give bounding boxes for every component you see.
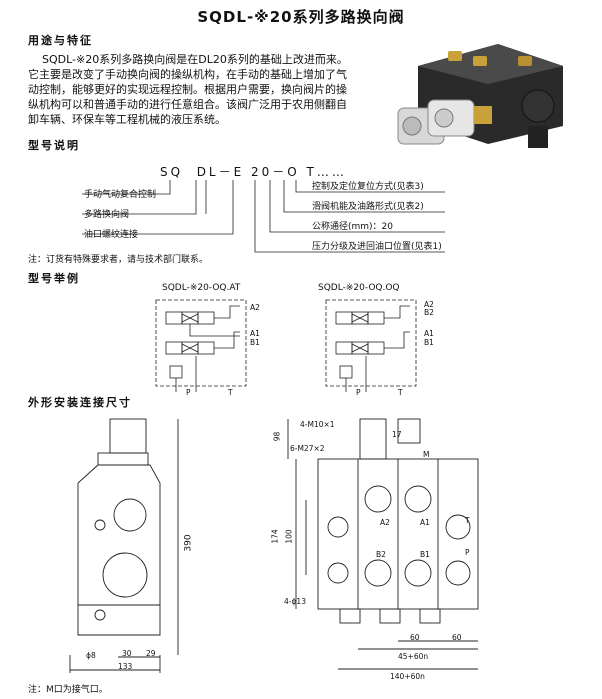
dimensions-heading: 外形安装连接尺寸	[28, 396, 132, 409]
dim-29: 29	[146, 649, 156, 658]
ex1-port-a1: A1	[250, 329, 260, 338]
dim-98: 98	[272, 431, 282, 442]
ex2-port-a1: A1	[424, 329, 434, 338]
port-m: M	[423, 450, 430, 459]
ex2-port-t: T	[398, 388, 403, 397]
example-1-label: SQDL-※20-OQ.AT	[162, 283, 241, 293]
port-p: P	[465, 548, 470, 557]
port-b1: B1	[420, 550, 430, 559]
model-right-label: 公称通径(mm)：20	[312, 222, 394, 232]
ex2-port-a2: A2	[424, 300, 434, 309]
usage-paragraph: SQDL-※20系列多路换向阀是在DL20系列的基础上改进而来。 它主要是改变了…	[28, 52, 390, 127]
ex1-port-a2: A2	[250, 303, 260, 312]
hydraulic-schematics	[155, 299, 417, 392]
dim-390: 390	[183, 534, 194, 552]
dim-m27: 6-M27×2	[290, 444, 325, 453]
dim-140n: 140+60n	[390, 672, 425, 681]
usage-line: 它主要是改变了手动换向阀的操纵机构，在手动的基础上增加了气	[28, 68, 347, 81]
dim-phi8: ϕ8	[86, 651, 96, 660]
port-a2: A2	[380, 518, 390, 527]
dim-30: 30	[122, 649, 132, 658]
page-title: SQDL-※20系列多路换向阀	[197, 8, 405, 26]
dim-m10: 4-M10×1	[300, 420, 335, 429]
port-b2: B2	[376, 550, 386, 559]
dim-45n: 45+60n	[398, 652, 429, 661]
ex1-port-p: P	[186, 388, 191, 397]
usage-line: 动控制，能够更好的实现远程控制。根据用户需要，换向阀片的操	[28, 83, 347, 96]
model-note: 注：订货有特殊要求者，请与技术部门联系。	[28, 255, 209, 265]
model-left-label: 多路换向阀	[84, 210, 130, 220]
dim-174: 174	[270, 529, 280, 544]
model-code: SQ DL－E 20－O T……	[160, 165, 347, 179]
dimensions-note: 注：M口为接气口。	[28, 685, 108, 695]
model-right-label: 压力分级及进回油口位置(见表1)	[312, 242, 442, 252]
model-heading: 型号说明	[28, 139, 80, 152]
example-2-label: SQDL-※20-OQ.OQ	[318, 283, 400, 293]
usage-heading: 用途与特征	[28, 34, 93, 47]
model-right-label: 控制及定位复位方式(见表3)	[312, 182, 424, 192]
port-a1: A1	[420, 518, 430, 527]
model-left-label: 手动气动复合控制	[84, 190, 157, 200]
model-diagram-lines	[82, 180, 445, 253]
port-t: T	[465, 516, 470, 525]
dim-100: 100	[284, 529, 294, 544]
valve-photo	[397, 44, 563, 148]
usage-line: 纵机构可以和普通手动的进行任意组合。该阀广泛用于农用侧翻自	[28, 98, 347, 111]
dim-60a: 60	[410, 633, 420, 642]
dim-phi13: 4-ϕ13	[284, 597, 306, 606]
ex1-port-b1: B1	[250, 338, 260, 347]
ex2-port-b2: B2	[424, 308, 434, 317]
dimension-drawings	[69, 418, 479, 673]
dim-133: 133	[118, 662, 133, 671]
model-right-label: 滑阀机能及油路形式(见表2)	[312, 202, 424, 212]
usage-line: SQDL-※20系列多路换向阀是在DL20系列的基础上改进而来。	[42, 53, 348, 66]
dim-17: 17	[392, 430, 402, 439]
dim-60b: 60	[452, 633, 462, 642]
ex2-port-p: P	[356, 388, 361, 397]
ex1-port-t: T	[228, 388, 233, 397]
usage-line: 卸车辆、环保车等工程机械的液压系统。	[28, 113, 226, 126]
examples-heading: 型号举例	[28, 272, 80, 285]
ex2-port-b1: B1	[424, 338, 434, 347]
model-left-label: 油口螺纹连接	[84, 230, 139, 240]
